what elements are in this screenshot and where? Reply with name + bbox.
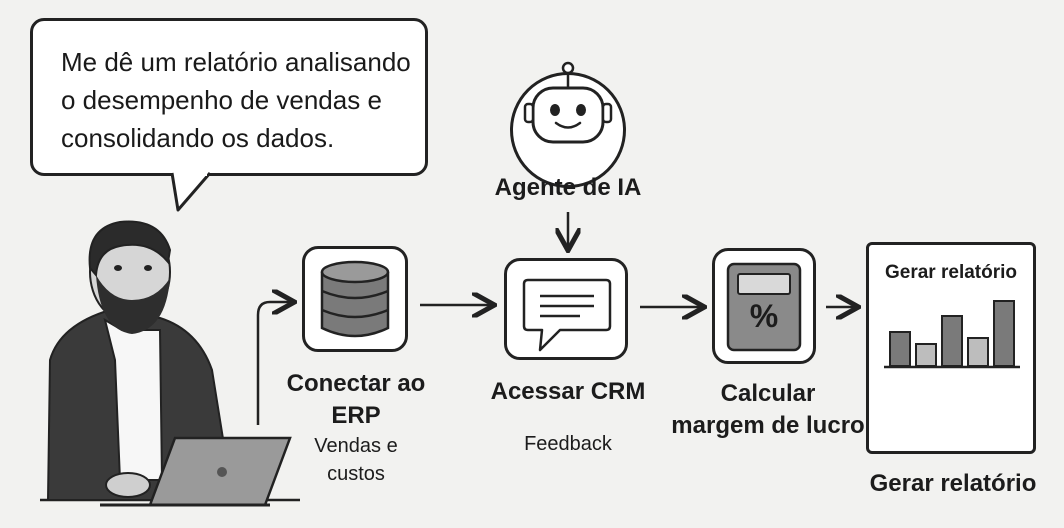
request-speech-bubble: Me dê um relatório analisando o desempen…: [30, 18, 428, 176]
request-line-1: Me dê um relatório analisando: [61, 47, 411, 77]
erp-title: Conectar ao ERP: [270, 368, 442, 432]
erp-title-line-2: ERP: [331, 402, 381, 429]
report-card-title: Gerar relatório: [885, 262, 1017, 283]
request-line-2: o desempenho de vendas e: [61, 85, 382, 115]
arrow-user-to-erp: [256, 302, 292, 425]
agent-label: Agente de IA: [494, 174, 642, 201]
erp-subtitle: Vendas e custos: [290, 432, 422, 488]
crm-subtitle: Feedback: [524, 433, 612, 455]
erp-title-line-1: Conectar ao: [286, 370, 426, 397]
user-beard: [96, 275, 170, 334]
crm-title: Acessar CRM: [490, 378, 646, 405]
report-title: Gerar relatório: [869, 470, 1037, 497]
calc-symbol: %: [749, 298, 779, 334]
calc-title: Calcular margem de lucro: [664, 378, 872, 442]
request-line-3: consolidando os dados.: [61, 123, 335, 153]
request-text: Me dê um relatório analisando o desempen…: [61, 43, 425, 157]
calc-title-line-2: margem de lucro: [671, 412, 865, 439]
user-hair: [88, 220, 172, 278]
erp-subtitle-line-2: custos: [327, 463, 385, 485]
erp-subtitle-line-1: Vendas e: [314, 435, 398, 457]
calc-title-line-1: Calcular: [720, 380, 816, 407]
